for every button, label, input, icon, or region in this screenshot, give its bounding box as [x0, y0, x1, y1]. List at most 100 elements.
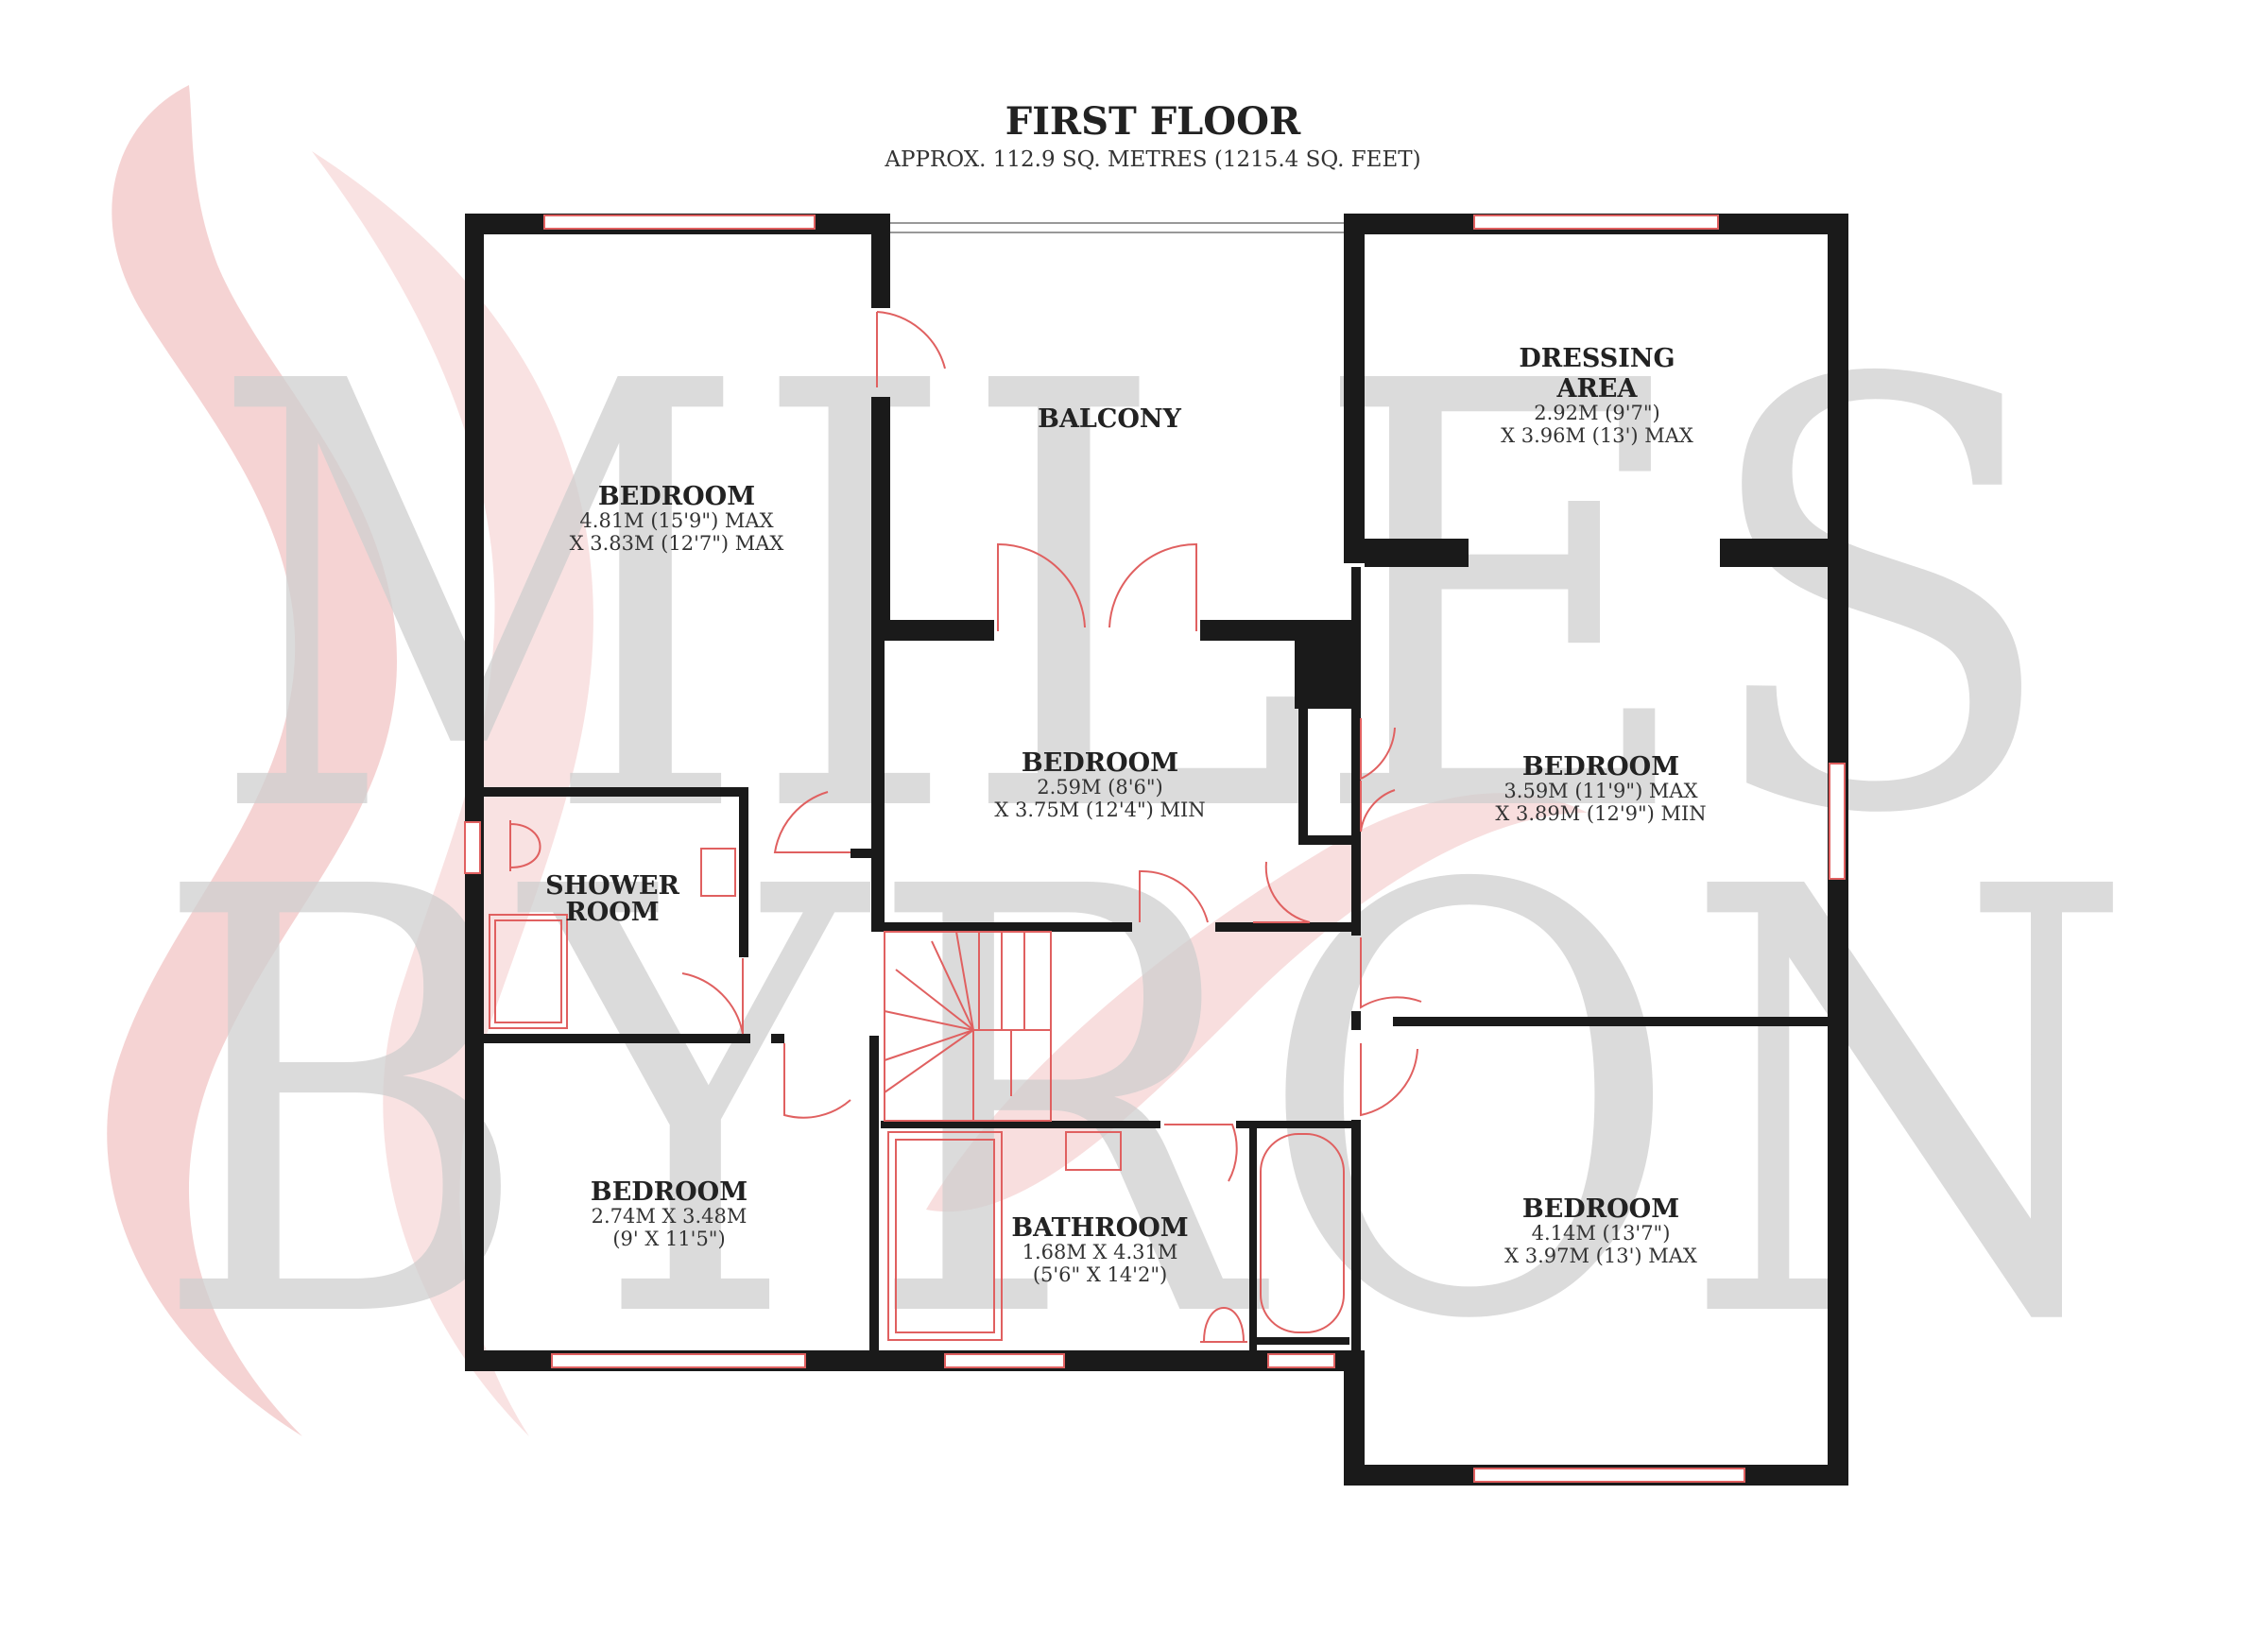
door-balcony: [876, 311, 946, 387]
room-dimension: X 3.89M (12'9") MIN: [1495, 802, 1706, 825]
shower-tray-shower-room-inner: [494, 919, 562, 1023]
door-se-bedroom: [1360, 1043, 1418, 1117]
door-east-bedroom: [1360, 937, 1422, 1009]
room-dimension: 2.59M (8'6"): [1037, 776, 1162, 799]
wall-bathroom-top-right: [1236, 1121, 1359, 1128]
room-dimension: X 3.97M (13') MAX: [1504, 1245, 1697, 1267]
bathroom-shower: [887, 1131, 1003, 1341]
wall-sw-bedroom-east: [869, 1036, 879, 1350]
wall-shower-top: [484, 787, 748, 797]
room-bedroom-east: BEDROOM 3.59M (11'9") MAX X 3.89M (12'9"…: [1495, 752, 1706, 825]
room-dimension: 4.14M (13'7"): [1532, 1222, 1671, 1245]
room-bedroom-nw: BEDROOM 4.81M (15'9") MAX X 3.83M (12'7"…: [570, 482, 784, 555]
watermark-text-miles: MILES: [208, 261, 2060, 942]
wall-wardrobe-b: [1298, 835, 1361, 845]
wall-se-bedroom-west: [1351, 1120, 1361, 1356]
room-dressing-area: DRESSING AREA 2.92M (9'7") X 3.96M (13')…: [1501, 344, 1693, 447]
door-wardrobe-3: [1253, 861, 1311, 923]
wall-shower-south: [484, 1034, 750, 1043]
room-name: BEDROOM: [1522, 1194, 1679, 1224]
wall-balcony-south-left: [871, 620, 994, 641]
room-bedroom-se: BEDROOM 4.14M (13'7") X 3.97M (13') MAX: [1504, 1194, 1697, 1267]
stair-tread: [931, 940, 974, 1031]
room-name: DRESSING: [1519, 344, 1675, 373]
wall-balcony-south-right: [1200, 620, 1351, 641]
stairs: [884, 931, 1052, 1122]
wall-shower-south-stub: [771, 1034, 784, 1043]
wall-centre-bedroom-south-left: [871, 922, 1132, 932]
room-name: BEDROOM: [591, 1177, 747, 1207]
watermark-red-swoosh-left: [107, 85, 397, 1436]
door-landing-top: [773, 791, 850, 853]
wall-east-bedrooms-divider: [1393, 1017, 1830, 1026]
wall-bathroom-top-left: [881, 1121, 1160, 1128]
bathroom-shower-inner: [895, 1139, 995, 1333]
shower-room-basin: [700, 848, 736, 897]
door-wardrobe-1: [1360, 718, 1396, 781]
stair-tread: [884, 1010, 974, 1031]
stairwell: [884, 931, 1052, 1122]
wall-east-west-side: [1344, 214, 1365, 563]
window-bathroom-small: [1267, 1353, 1335, 1368]
wall-landing-west-stub: [850, 849, 871, 858]
door-wardrobe-2: [1360, 781, 1396, 833]
shower-room-wc: [509, 820, 541, 871]
stair-tread: [955, 931, 974, 1031]
bathroom-bath: [1260, 1133, 1345, 1333]
stair-tread: [884, 1029, 974, 1093]
room-name: BEDROOM: [598, 482, 755, 511]
window-shower-room: [464, 821, 481, 874]
stair-tread: [895, 969, 974, 1031]
wall-bathroom-bath-divider: [1249, 1128, 1257, 1350]
door-sw-bedroom: [783, 1043, 851, 1119]
room-name: ROOM: [565, 898, 659, 927]
bathroom-basin: [1065, 1131, 1122, 1171]
room-shower-room: SHOWER ROOM: [545, 871, 679, 927]
window-sw-bedroom: [551, 1353, 806, 1368]
wall-shower-east: [739, 787, 748, 957]
floor-area: APPROX. 112.9 SQ. METRES (1215.4 SQ. FEE…: [884, 147, 1420, 172]
room-bedroom-sw: BEDROOM 2.74M X 3.48M (9' X 11'5"): [591, 1177, 747, 1250]
window-east-bedroom: [1829, 763, 1846, 880]
wall-balcony-west-upper: [871, 214, 890, 308]
wall-east-lower-west: [1344, 1350, 1365, 1486]
window-bathroom: [944, 1353, 1065, 1368]
room-dimension: (9' X 11'5"): [612, 1228, 725, 1250]
window-nw-bedroom: [543, 215, 816, 230]
wall-se-bedroom-west-upper: [1351, 1011, 1361, 1030]
door-centre-bedroom: [1139, 869, 1209, 923]
wall-east-bedroom-divider: [1351, 567, 1361, 936]
room-dimension: X 3.96M (13') MAX: [1501, 424, 1693, 447]
wall-west: [465, 214, 484, 1371]
room-name: SHOWER: [545, 871, 679, 901]
room-name: BATHROOM: [1011, 1213, 1188, 1243]
room-name: BALCONY: [1038, 404, 1181, 434]
stair-tread: [884, 1029, 974, 1061]
doors: [681, 311, 1422, 1182]
room-dimension: X 3.75M (12'4") MIN: [994, 799, 1205, 821]
wall-centre-bedroom-south-right: [1215, 922, 1357, 932]
chimney-breast: [1295, 641, 1357, 709]
room-dimension: 4.81M (15'9") MAX: [579, 509, 773, 532]
watermark-red-swoosh-mid: [312, 151, 593, 1436]
room-name: BEDROOM: [1522, 752, 1679, 782]
bathroom-wc: [1200, 1307, 1247, 1343]
wall-centre-bedroom-west: [871, 641, 885, 930]
room-name: AREA: [1556, 374, 1639, 404]
sanitary-fixtures: [489, 820, 1345, 1343]
wall-dressing-left-stub: [1365, 539, 1469, 567]
watermark-red-swoosh-right: [926, 793, 1588, 1212]
floor-title: FIRST FLOOR: [1005, 99, 1301, 144]
wall-wardrobe-a: [1298, 709, 1308, 841]
room-dimension: (5'6" X 14'2"): [1033, 1263, 1167, 1286]
wall-bathroom-bath-bottom: [1249, 1337, 1349, 1345]
room-name: BEDROOM: [1022, 748, 1178, 778]
door-balcony-french-left: [997, 542, 1086, 631]
room-dimension: 1.68M X 4.31M: [1022, 1241, 1178, 1263]
door-balcony-french-right: [1108, 542, 1197, 631]
wall-balcony-west-lower: [871, 397, 890, 624]
room-bedroom-centre: BEDROOM 2.59M (8'6") X 3.75M (12'4") MIN: [994, 748, 1205, 821]
window-dressing-area: [1473, 215, 1719, 230]
room-dimension: X 3.83M (12'7") MAX: [570, 532, 784, 555]
